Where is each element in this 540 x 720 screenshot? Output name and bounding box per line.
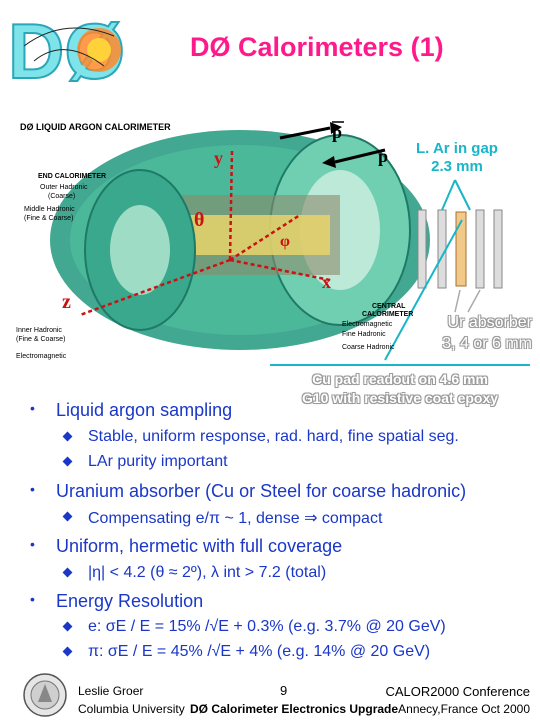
bullet-liquid-argon: Liquid argon sampling — [30, 400, 232, 421]
footer-author: Leslie Groer — [78, 684, 144, 698]
label-inner-hadronic-sub: (Fine & Coarse) — [16, 336, 65, 343]
label-outer-hadronic-sub: (Coarse) — [48, 193, 75, 200]
callout-cu-pad: Cu pad readout on 4.6 mm G10 with resist… — [280, 370, 520, 408]
axis-z-label: z — [62, 291, 71, 313]
sub-bullet-coverage: |η| < 4.2 (θ ≈ 2º), λ int > 7.2 (total) — [88, 564, 327, 581]
label-central-calorimeter-1: CENTRAL — [372, 303, 406, 310]
footer-page-number: 9 — [280, 683, 288, 698]
callout-cu-pad-line2: G10 with resistive coat epoxy — [301, 390, 499, 406]
label-end-calorimeter: END CALORIMETER — [38, 173, 106, 180]
sub-bullet-pion-resolution: π: σE / E = 45% /√E + 4% (e.g. 14% @ 20 … — [88, 643, 431, 660]
label-outer-hadronic: Outer Hadronic — [40, 184, 88, 191]
page-title: DØ Calorimeters (1) — [190, 32, 444, 62]
sub-bullet-stable: Stable, uniform response, rad. hard, fin… — [88, 428, 459, 445]
footer-place-date: Annecy,France Oct 2000 — [398, 702, 530, 716]
bullet-uranium: Uranium absorber (Cu or Steel for coarse… — [30, 481, 466, 502]
callout-divider — [270, 364, 530, 366]
footer-conference: CALOR2000 Conference — [385, 684, 530, 699]
footer-talk-title: DØ Calorimeter Electronics Upgrade — [190, 702, 399, 716]
sub-bullet-compensating: Compensating e/π ~ 1, dense ⇒ compact — [88, 510, 383, 527]
callout-ur-absorber-line2: 3, 4 or 6 mm — [442, 335, 532, 352]
label-middle-hadronic-sub: (Fine & Coarse) — [24, 215, 73, 222]
label-central-calorimeter-2: CALORIMETER — [362, 311, 413, 318]
footer-university: Columbia University — [78, 702, 185, 716]
label-fine-hadronic: Fine Hadronic — [342, 331, 386, 338]
label-inner-hadronic: Inner Hadronic — [16, 327, 62, 334]
callout-ur-absorber: Ur absorber 3, 4 or 6 mm — [442, 312, 532, 354]
callout-cu-pad-line1: Cu pad readout on 4.6 mm — [312, 371, 488, 387]
axis-y-label: y — [214, 148, 223, 168]
bullet-uniform: Uniform, hermetic with full coverage — [30, 536, 342, 557]
d0-logo: DØ — [7, 6, 126, 90]
sub-bullet-electron-resolution: e: σE / E = 15% /√E + 0.3% (e.g. 3.7% @ … — [88, 618, 446, 635]
phi-label: φ — [280, 233, 290, 250]
p-label: p — [378, 146, 388, 166]
callout-lar-gap: L. Ar in gap 2.3 mm — [416, 140, 498, 176]
axis-x-label: x — [322, 272, 331, 292]
bullet-energy-resolution: Energy Resolution — [30, 591, 203, 612]
figure-heading: DØ LIQUID ARGON CALORIMETER — [20, 122, 171, 132]
calorimeter-figure: DØ LIQUID ARGON CALORIMETER END CALORIME… — [16, 121, 503, 361]
callout-lar-gap-line2: 2.3 mm — [431, 158, 483, 175]
callout-lar-gap-line1: L. Ar in gap — [416, 140, 498, 157]
label-middle-hadronic: Middle Hadronic — [24, 206, 75, 213]
label-electromagnetic: Electromagnetic — [342, 321, 393, 328]
pbar-label: p — [332, 122, 342, 142]
callout-ur-absorber-line1: Ur absorber — [447, 314, 532, 331]
label-electromagnetic-left: Electromagnetic — [16, 353, 67, 360]
theta-label: θ — [194, 209, 204, 231]
label-coarse-hadronic: Coarse Hadronic — [342, 344, 395, 351]
sub-bullet-lar-purity: LAr purity important — [88, 453, 228, 470]
columbia-seal-icon — [23, 673, 67, 717]
